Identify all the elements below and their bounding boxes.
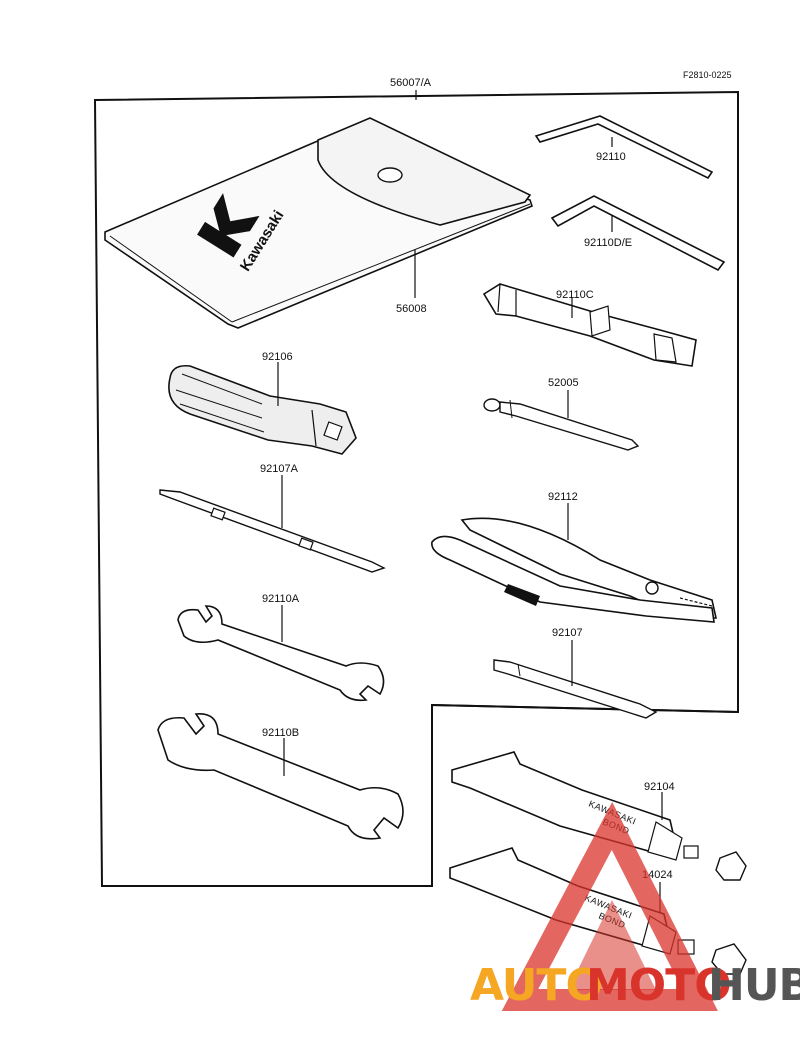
watermark-moto: MOTO — [586, 960, 731, 1011]
label-pouch: 56008 — [396, 303, 427, 315]
label-hex-key-small: 92110 — [596, 151, 626, 163]
label-screwdriver-double: 92107A — [260, 463, 299, 475]
watermark-auto: AUTO — [470, 960, 602, 1011]
label-hex-key-large: 92110D/E — [584, 237, 632, 249]
screwdriver-double — [159, 489, 386, 573]
hex-key-large — [550, 195, 726, 272]
watermark-hub: HUB — [708, 960, 800, 1011]
plug-wrench — [482, 283, 697, 367]
wrench-a — [177, 605, 385, 702]
label-bar: 52005 — [548, 377, 579, 389]
automotohub-watermark: AUTO MOTO HUB — [470, 802, 800, 1011]
label-pliers: 92112 — [548, 491, 578, 503]
ref-code: F2810-0225 — [683, 70, 732, 80]
tommy-bar — [483, 398, 640, 451]
screwdriver — [493, 659, 658, 719]
hex-key-small — [534, 115, 714, 180]
label-wrench-a: 92110A — [262, 593, 300, 605]
label-screwdriver: 92107 — [552, 627, 583, 639]
label-wrench-b: 92110B — [262, 727, 299, 739]
label-kit: 56007/A — [390, 77, 432, 89]
tool-pouch: Kawasaki — [104, 117, 533, 329]
wrench-b — [157, 713, 404, 840]
label-handle: 92106 — [262, 351, 293, 363]
label-bond-tube-1: 92104 — [644, 781, 675, 793]
pliers — [431, 517, 717, 623]
screwdriver-handle — [168, 364, 357, 455]
label-plug-wrench: 92110C — [556, 289, 594, 301]
